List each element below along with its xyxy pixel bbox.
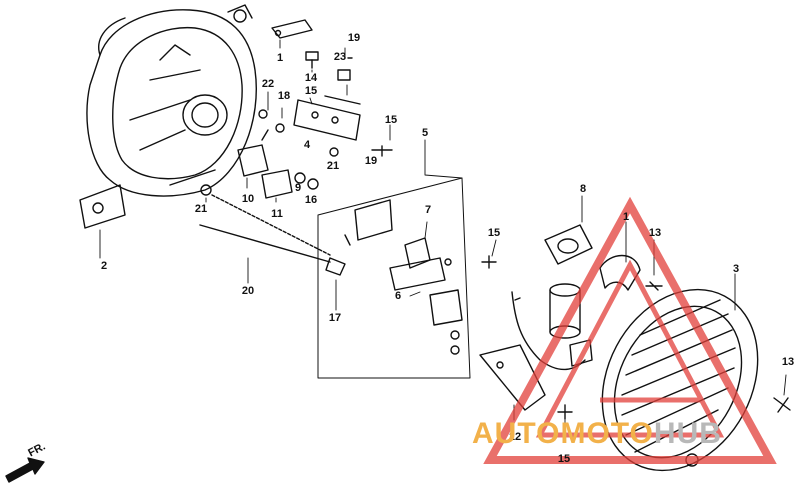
callout-3: 3 — [732, 263, 740, 275]
bolt-15b — [481, 255, 497, 269]
callout-2: 2 — [100, 260, 108, 272]
watermark-text: AUTOMOTOHUB — [472, 417, 722, 451]
diode-11 — [261, 169, 293, 199]
callout-8: 8 — [579, 183, 587, 195]
watermark-text-part1: AUTOMOTO — [472, 417, 654, 450]
front-direction-arrow — [5, 457, 45, 483]
alternator-housing — [79, 4, 257, 229]
stay-bracket — [271, 19, 313, 39]
through-bolt — [199, 194, 346, 276]
callout-13-upper: 13 — [648, 227, 662, 239]
callout-1-right: 1 — [622, 211, 630, 223]
callout-15-a: 15 — [304, 85, 318, 97]
terminal-plate — [293, 95, 361, 141]
screw-14 — [305, 51, 319, 69]
watermark-logo — [483, 196, 777, 464]
brush-holder-group — [317, 177, 471, 379]
callout-15-c: 15 — [487, 227, 501, 239]
screw-13b — [773, 397, 791, 413]
washer-9 — [294, 172, 306, 184]
washer-21b — [329, 147, 339, 157]
capacitor-bracket — [479, 344, 546, 411]
washer-22 — [258, 109, 268, 119]
diode-10 — [237, 129, 269, 177]
callout-13-right: 13 — [781, 356, 795, 368]
callout-21-left: 21 — [194, 203, 208, 215]
watermark-text-part2: HUB — [653, 417, 722, 450]
callout-11: 11 — [271, 208, 283, 220]
callout-19-upper: 19 — [347, 32, 361, 44]
cover-stay — [599, 254, 641, 291]
wire-terminal — [514, 297, 521, 301]
callout-23: 23 — [333, 51, 347, 63]
callout-15-b: 15 — [384, 114, 398, 126]
screw-18 — [275, 123, 285, 133]
callout-1-upper: 1 — [276, 52, 284, 64]
callout-5: 5 — [421, 127, 429, 139]
leader-lines — [99, 39, 787, 441]
bolt-15 — [371, 145, 393, 157]
screw-13 — [645, 281, 663, 291]
screw-16 — [307, 178, 319, 190]
callout-21-right: 21 — [326, 160, 340, 172]
callout-6: 6 — [394, 290, 402, 302]
callout-7: 7 — [424, 204, 432, 216]
callout-9: 9 — [294, 182, 302, 194]
callout-12: 12 — [508, 431, 522, 443]
callout-19-lower: 19 — [364, 155, 378, 167]
washer-21 — [200, 184, 212, 196]
callout-4: 4 — [303, 139, 311, 151]
callout-18: 18 — [277, 90, 291, 102]
rubber-mount — [544, 224, 593, 265]
callout-20: 20 — [241, 285, 255, 297]
bolt-15c — [557, 404, 573, 420]
callout-14: 14 — [304, 72, 318, 84]
callout-10: 10 — [241, 193, 255, 205]
callout-16: 16 — [304, 194, 318, 206]
callout-17: 17 — [328, 312, 342, 324]
callout-15-d: 15 — [557, 453, 571, 465]
callout-22: 22 — [261, 78, 275, 90]
nut-23 — [337, 57, 353, 81]
